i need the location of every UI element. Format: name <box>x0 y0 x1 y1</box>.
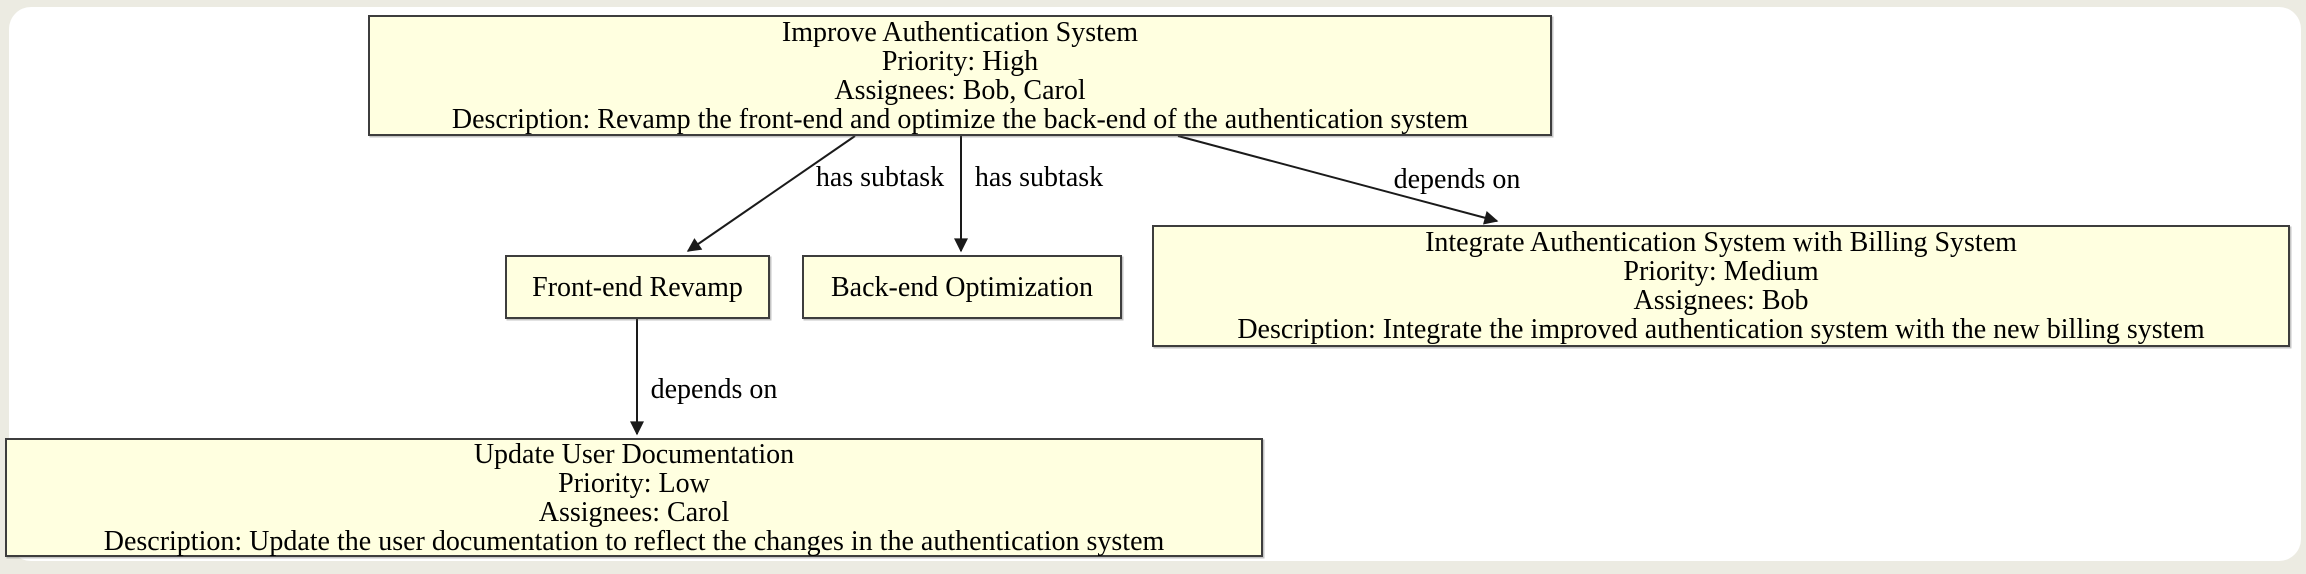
task-node-improve-authentication-system-line-2: Assignees: Bob, Carol <box>834 74 1086 106</box>
task-node-integrate-authentication-with-billing-line-0: Integrate Authentication System with Bil… <box>1425 227 2017 258</box>
task-node-back-end-optimization: Back-end Optimization <box>802 255 1122 319</box>
edge-label-front-end-revamp-to-update-user-documentation: depends on <box>650 374 778 405</box>
task-node-integrate-authentication-with-billing-line-2: Assignees: Bob <box>1633 285 1809 316</box>
task-node-integrate-authentication-with-billing-line-3: Description: Integrate the improved auth… <box>1237 314 2205 345</box>
task-node-improve-authentication-system-line-3: Description: Revamp the front-end and op… <box>451 103 1469 135</box>
edge-label-improve-authentication-system-to-front-end-revamp: has subtask <box>815 162 945 193</box>
task-node-back-end-optimization-line-0: Back-end Optimization <box>830 271 1094 303</box>
task-node-update-user-documentation-line-1: Priority: Low <box>558 467 710 499</box>
task-node-update-user-documentation-line-2: Assignees: Carol <box>538 496 730 528</box>
task-node-integrate-authentication-with-billing-line-1: Priority: Medium <box>1623 256 1819 287</box>
task-node-improve-authentication-system-line-1: Priority: High <box>881 45 1039 77</box>
edge-label-improve-authentication-system-to-back-end-optimization: has subtask <box>974 162 1104 193</box>
task-node-update-user-documentation-line-3: Description: Update the user documentati… <box>103 525 1165 557</box>
task-node-update-user-documentation-line-0: Update User Documentation <box>473 438 795 470</box>
task-node-integrate-authentication-with-billing: Integrate Authentication System with Bil… <box>1152 225 2290 347</box>
edge-label-improve-authentication-system-to-integrate-authentication-with-billing: depends on <box>1393 164 1521 195</box>
task-node-front-end-revamp-line-0: Front-end Revamp <box>532 271 743 303</box>
task-node-front-end-revamp: Front-end Revamp <box>505 255 770 319</box>
task-node-improve-authentication-system-line-0: Improve Authentication System <box>781 16 1139 48</box>
